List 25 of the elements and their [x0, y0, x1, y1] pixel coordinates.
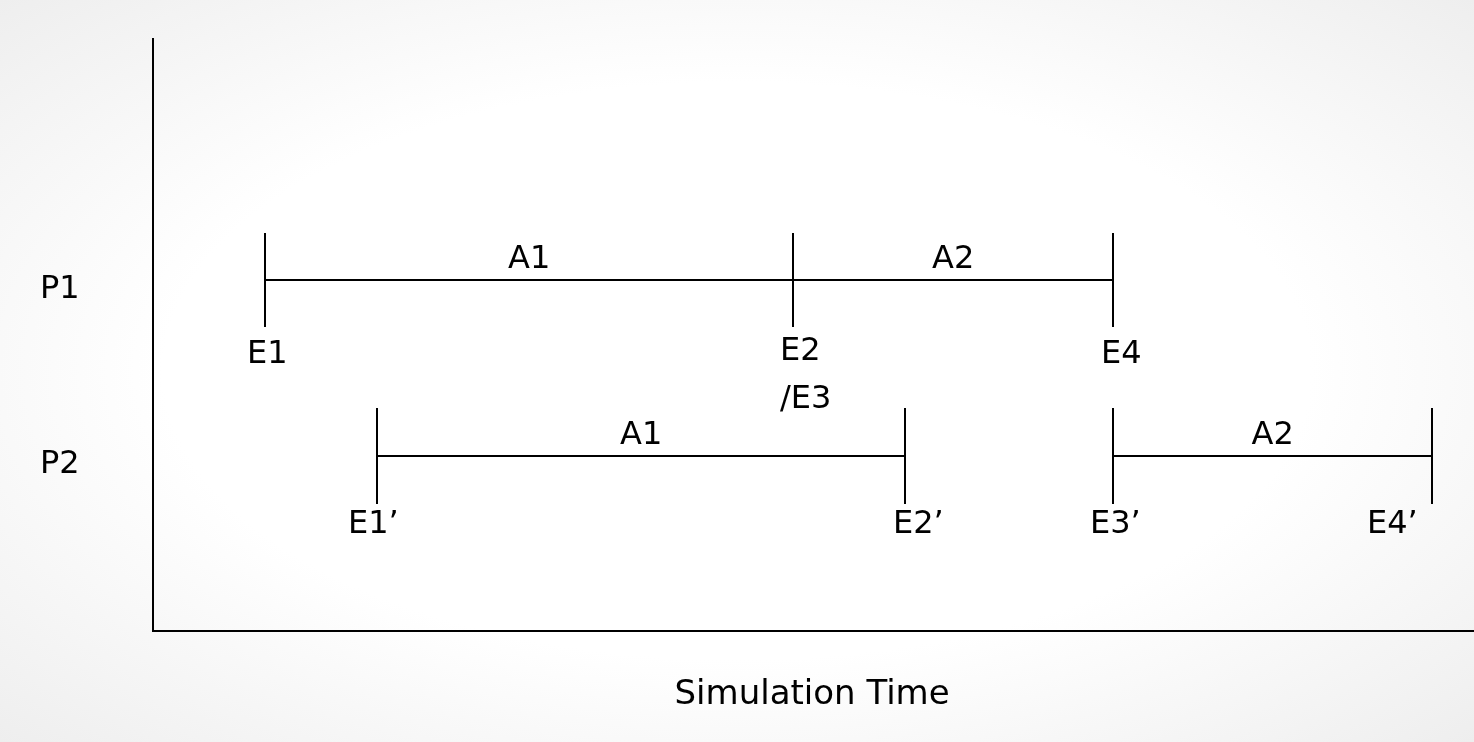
event-label: E3’	[1090, 503, 1141, 542]
interval-line	[793, 279, 1113, 281]
interval-line	[265, 279, 793, 281]
event-tick	[904, 408, 906, 504]
event-tick	[376, 408, 378, 504]
edge-label: A1	[508, 238, 551, 277]
event-label: E2 /E3	[780, 329, 833, 418]
event-label: E4’	[1367, 503, 1418, 542]
event-tick	[1112, 233, 1114, 327]
event-label: E4	[1101, 333, 1142, 372]
edge-label: A2	[1251, 414, 1294, 453]
interval-line	[1113, 455, 1432, 457]
event-tick	[792, 233, 794, 327]
event-label: E1’	[348, 503, 399, 542]
event-tick	[1431, 408, 1433, 504]
edge-label: A2	[932, 238, 975, 277]
row-label: P1	[40, 268, 80, 307]
event-label: E1	[247, 333, 288, 372]
row-label: P2	[40, 443, 80, 482]
axis-title: Simulation Time	[674, 672, 950, 713]
edge-label: A1	[620, 414, 663, 453]
interval-line	[377, 455, 905, 457]
event-tick	[1112, 408, 1114, 504]
event-label: E2’	[893, 503, 944, 542]
event-tick	[264, 233, 266, 327]
